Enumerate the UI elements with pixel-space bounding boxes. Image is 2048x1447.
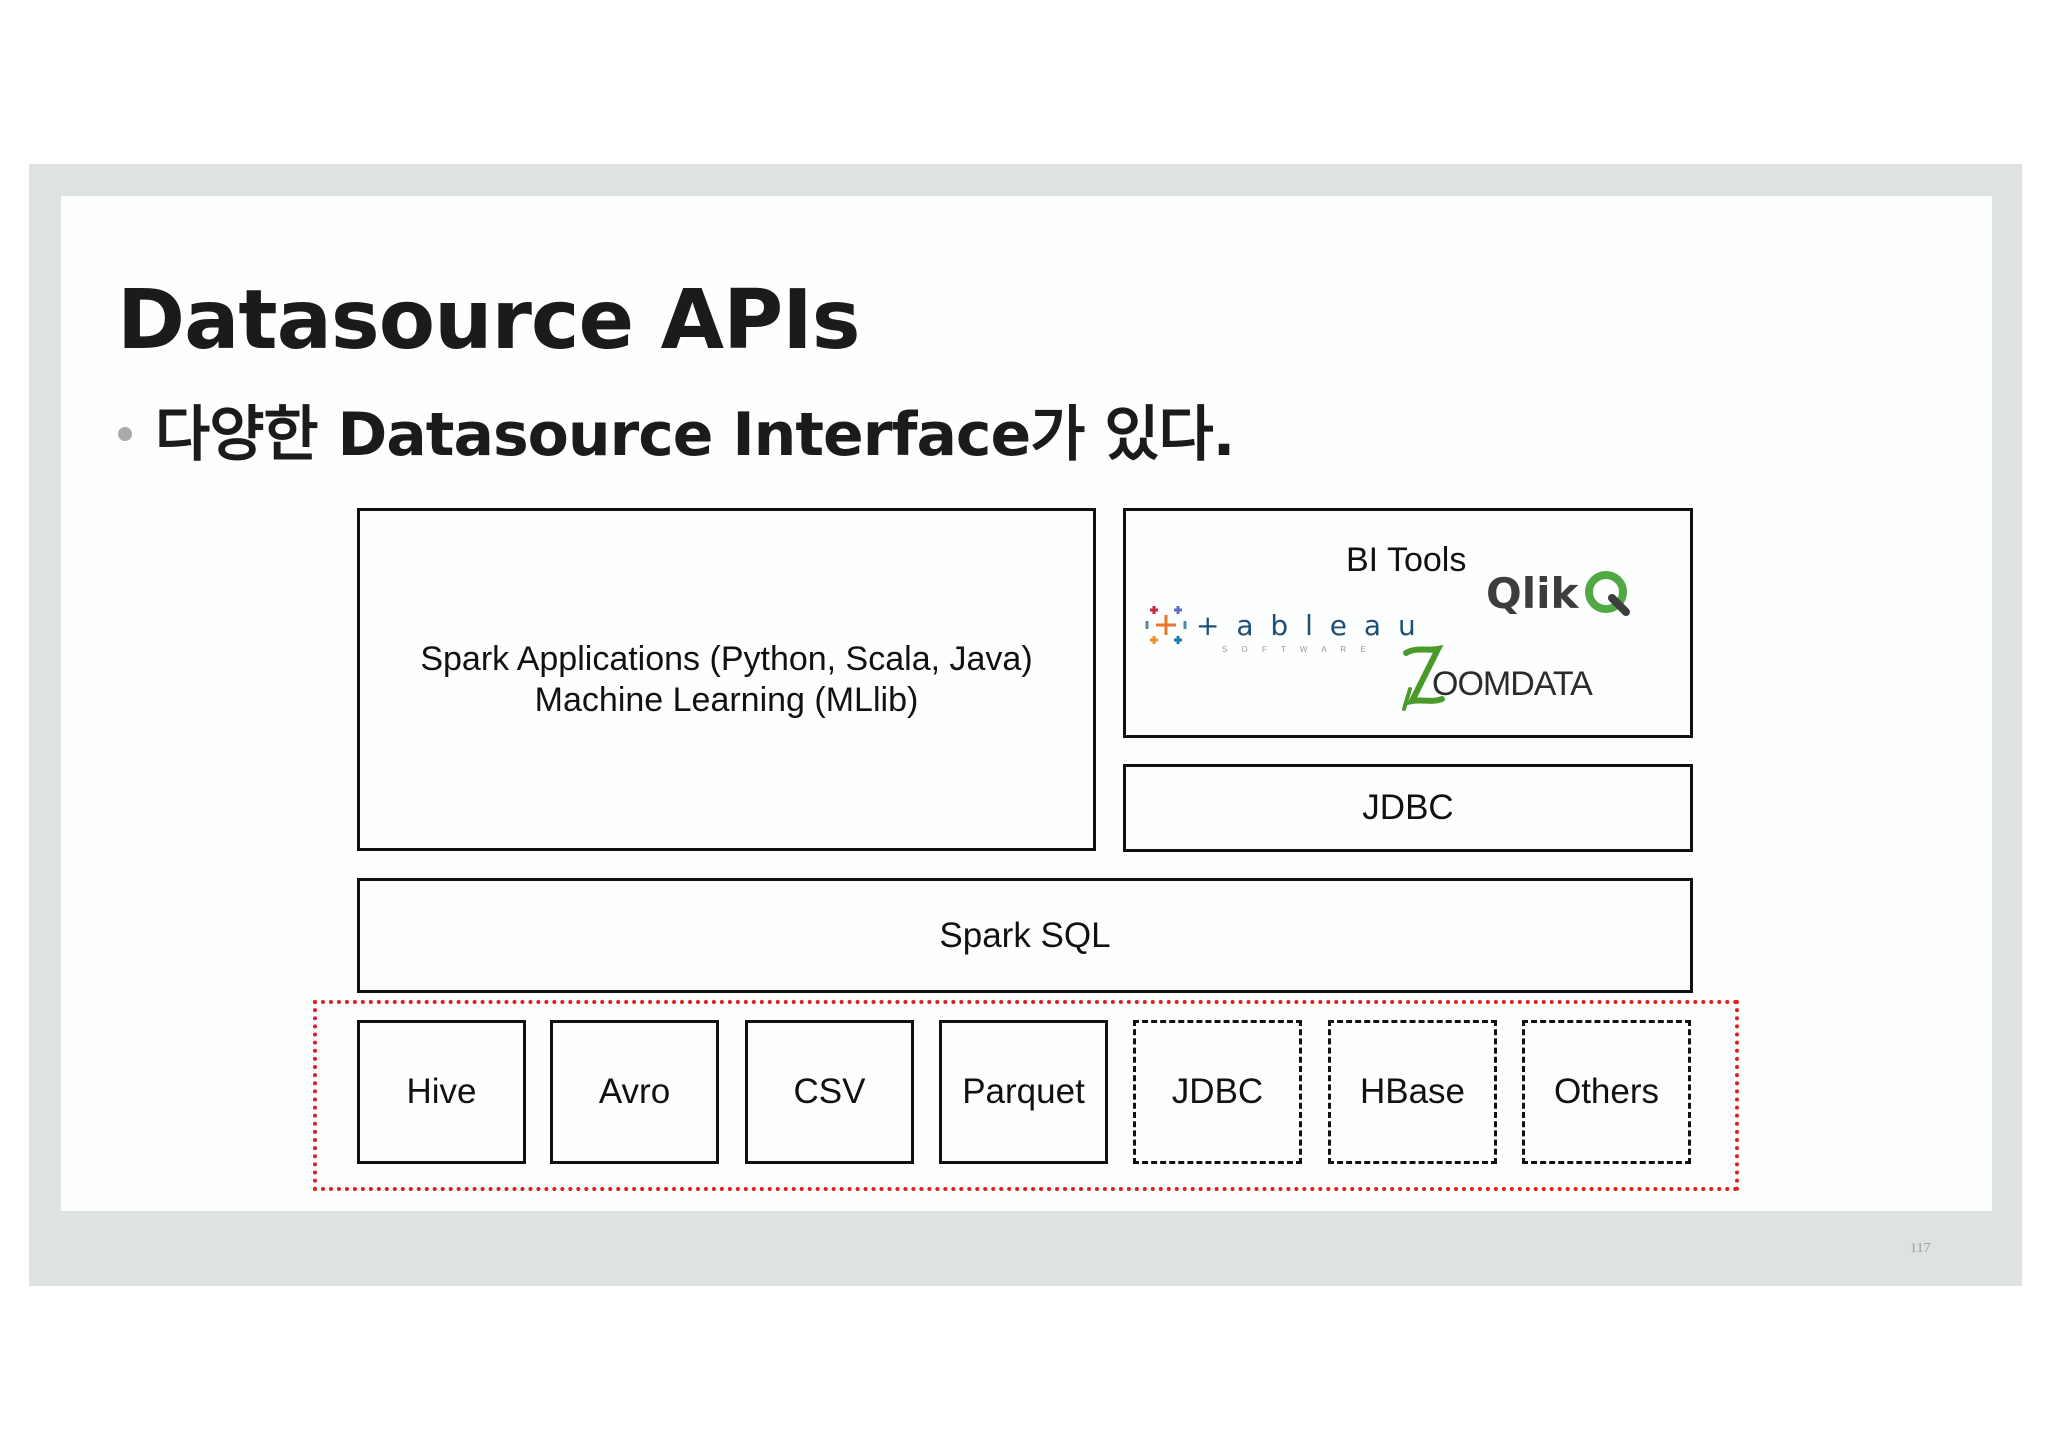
page-number: 117 xyxy=(1910,1241,1931,1256)
jdbc-label: JDBC xyxy=(1362,788,1454,827)
tableau-wordmark: + a b l e a u xyxy=(1196,609,1420,642)
spark-sql-label: Spark SQL xyxy=(939,915,1111,955)
tableau-logo: + a b l e a u S O F T W A R E xyxy=(1144,603,1416,663)
qlik-logo: Qlik xyxy=(1486,569,1646,623)
zoomdata-logo: OOMDATA xyxy=(1398,639,1598,719)
datasource-label: Hive xyxy=(406,1072,477,1111)
datasource-jdbc-box: JDBC xyxy=(1133,1020,1302,1164)
slide-title: Datasource APIs xyxy=(117,273,861,368)
datasource-avro-box: Avro xyxy=(550,1020,719,1164)
datasource-label: JDBC xyxy=(1171,1072,1264,1111)
datasource-hive-box: Hive xyxy=(357,1020,526,1164)
datasources-highlight xyxy=(313,1000,1739,1191)
datasource-parquet-box: Parquet xyxy=(939,1020,1108,1164)
datasource-label: Parquet xyxy=(962,1072,1085,1111)
bi-tools-label: BI Tools xyxy=(1346,541,1467,579)
jdbc-box: JDBC xyxy=(1123,764,1693,852)
datasource-label: Avro xyxy=(598,1072,671,1111)
datasource-label: Others xyxy=(1553,1072,1660,1111)
qlik-q-icon xyxy=(1585,571,1630,616)
spark-sql-box: Spark SQL xyxy=(357,878,1693,993)
datasource-csv-box: CSV xyxy=(745,1020,914,1164)
apps-line-1: Spark Applications (Python, Scala, Java) xyxy=(420,639,1033,678)
zoomdata-wordmark: OOMDATA xyxy=(1432,665,1593,703)
datasource-label: CSV xyxy=(793,1072,866,1111)
tableau-cross-icon xyxy=(1145,606,1187,644)
bi-tools-box: BI Tools + a b l e a u S O F T W A R E xyxy=(1123,508,1693,738)
datasource-others-box: Others xyxy=(1522,1020,1691,1164)
datasource-label: HBase xyxy=(1359,1072,1466,1111)
slide-subtitle: 다양한 Datasource Interface가 있다. xyxy=(155,400,1235,470)
zoomdata-z-icon xyxy=(1402,644,1445,711)
bullet-icon xyxy=(118,427,132,441)
datasource-hbase-box: HBase xyxy=(1328,1020,1497,1164)
slide xyxy=(61,196,1992,1211)
qlik-wordmark: Qlik xyxy=(1486,569,1579,618)
spark-applications-box: Spark Applications (Python, Scala, Java)… xyxy=(357,508,1096,851)
tableau-subtitle: S O F T W A R E xyxy=(1222,645,1372,654)
apps-line-2: Machine Learning (MLlib) xyxy=(534,680,919,719)
